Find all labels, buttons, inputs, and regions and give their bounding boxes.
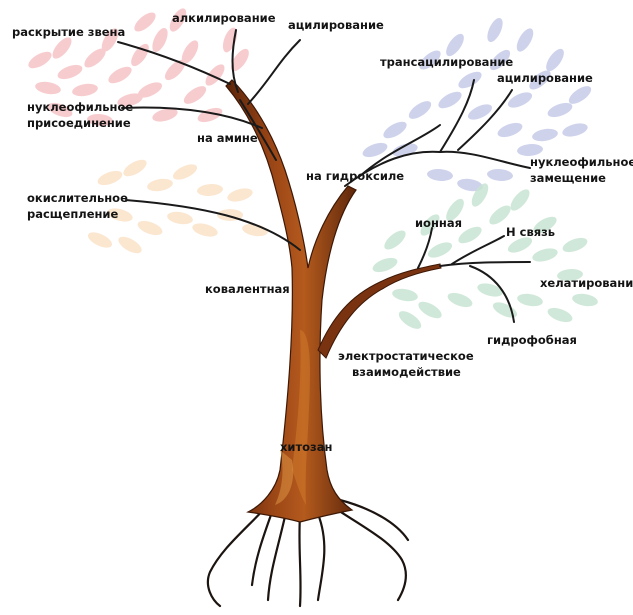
- label-na-gidroksile: на гидроксиле: [306, 169, 404, 184]
- leaf: [96, 168, 124, 188]
- leaf: [131, 9, 158, 35]
- leaf: [197, 183, 224, 197]
- label-nukleofilnoe-prisoedinenie-2: присоединение: [27, 116, 131, 131]
- leaf-cluster-green: [371, 181, 599, 332]
- label-raskrytie-zvena: раскрытие звена: [12, 25, 125, 40]
- leaf: [566, 83, 594, 107]
- leaf: [507, 186, 533, 213]
- leaf: [391, 287, 419, 303]
- leaf: [191, 221, 219, 239]
- label-nukleofilnoe-zameshchenie-1: нуклеофильное: [530, 155, 633, 170]
- leaf: [561, 121, 589, 139]
- leaf: [491, 299, 520, 321]
- leaf: [436, 88, 464, 111]
- leaf: [202, 61, 228, 88]
- leaf: [71, 82, 99, 98]
- leaf: [228, 46, 252, 74]
- leaf: [543, 46, 567, 74]
- leaf: [531, 246, 559, 264]
- label-nukleofilnoe-prisoedinenie-1: нуклеофильное: [27, 100, 133, 115]
- leaf: [116, 233, 144, 256]
- leaf: [371, 255, 399, 275]
- label-acilirovanie-amine: ацилирование: [288, 18, 384, 33]
- leaf: [171, 161, 200, 183]
- leaf: [531, 127, 559, 143]
- leaf: [121, 156, 149, 179]
- label-acilirovanie-hydroxyl: ацилирование: [497, 71, 593, 86]
- leaf: [456, 68, 484, 91]
- label-gidrofobnaya: гидрофобная: [487, 333, 577, 348]
- leaf: [496, 120, 524, 140]
- label-transacilirovanie: трансацилирование: [380, 55, 513, 70]
- leaf: [181, 83, 209, 107]
- label-na-amine: на амине: [197, 131, 258, 146]
- label-helatirovanie: хелатирование: [540, 276, 633, 291]
- leaf: [487, 168, 514, 182]
- leaf: [26, 48, 54, 71]
- label-okislitelnoe-2: расщепление: [27, 207, 118, 222]
- leaf: [166, 210, 194, 226]
- leaf: [146, 177, 174, 193]
- leaf: [149, 26, 171, 55]
- leaf: [486, 202, 513, 228]
- leaf: [86, 229, 115, 251]
- leaf: [427, 168, 454, 182]
- leaf: [416, 298, 444, 321]
- label-elektrostaticheskoe-1: электростатическое: [338, 349, 474, 364]
- label-ionnaya: ионная: [415, 216, 462, 231]
- leaf: [546, 305, 574, 325]
- leaf: [484, 16, 506, 45]
- label-alkilirovanie: алкилирование: [172, 11, 276, 26]
- leaf: [34, 80, 62, 96]
- leaf: [136, 218, 164, 238]
- label-h-svyaz: Н связь: [506, 225, 555, 240]
- label-elektrostaticheskoe-2: взаимодействие: [352, 365, 461, 380]
- leaf: [561, 235, 589, 255]
- leaf: [226, 186, 254, 204]
- leaf: [446, 290, 474, 310]
- leaf: [516, 292, 544, 308]
- leaf: [381, 118, 409, 141]
- leaf: [56, 62, 84, 82]
- tree-trunk: [226, 80, 356, 522]
- leaf: [106, 63, 134, 86]
- leaf: [396, 308, 424, 332]
- label-kovalentnaya: ковалентная: [205, 282, 290, 297]
- label-okislitelnoe-1: окислительное: [27, 191, 128, 206]
- label-nukleofilnoe-zameshchenie-2: замещение: [530, 171, 606, 186]
- leaf: [571, 292, 599, 308]
- leaf: [381, 227, 408, 253]
- leaf: [426, 239, 455, 261]
- leaf: [476, 281, 504, 299]
- leaf: [513, 26, 536, 54]
- leaf: [406, 98, 434, 122]
- label-hitozan: хитозан: [280, 440, 332, 455]
